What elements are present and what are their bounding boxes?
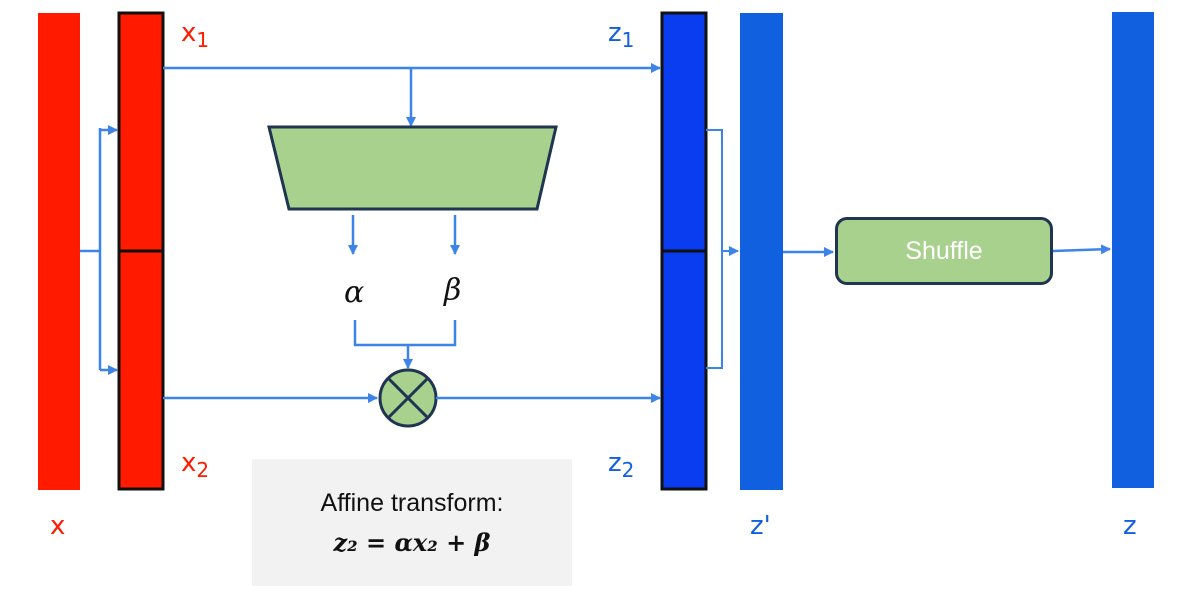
label-x1-sub: 1 — [196, 28, 210, 52]
label-z1-base: z — [608, 18, 622, 48]
input-x-bar — [38, 13, 80, 490]
label-x2: x2 — [181, 450, 209, 480]
label-x: x — [50, 511, 66, 541]
caption-equation: z₂ = αx₂ + β — [333, 527, 491, 557]
z1-block — [660, 11, 708, 253]
label-x2-base: x — [181, 448, 197, 478]
caption-title: Affine transform: — [320, 488, 504, 517]
label-z2-base: z — [608, 448, 622, 478]
shuffle-to-z-arrow — [1052, 244, 1111, 255]
label-z2-sub: 2 — [621, 458, 635, 482]
z-prime-bar — [740, 13, 783, 490]
network-trapezoid — [267, 125, 558, 211]
label-z-prime: z' — [750, 511, 771, 541]
label-z1: z1 — [608, 20, 634, 50]
label-z: z — [1123, 511, 1137, 541]
x2-block — [117, 249, 165, 491]
z-output-bar — [1112, 12, 1154, 488]
shuffle-block: Shuffle — [835, 217, 1053, 285]
affine-caption: Affine transform: z₂ = αx₂ + β — [252, 459, 572, 586]
label-z2: z2 — [608, 450, 634, 480]
x1-block — [117, 11, 165, 253]
label-z1-sub: 1 — [621, 28, 635, 52]
z2-block — [660, 249, 708, 491]
multiply-node — [378, 368, 438, 428]
label-x2-sub: 2 — [196, 458, 210, 482]
label-x1: x1 — [181, 20, 209, 50]
split-connector — [80, 125, 118, 375]
merge-connector — [353, 320, 457, 369]
concat-connector — [706, 129, 739, 369]
shuffle-label: Shuffle — [905, 236, 983, 265]
label-beta: β — [444, 273, 462, 308]
label-alpha: α — [344, 275, 365, 310]
label-x1-base: x — [181, 18, 197, 48]
